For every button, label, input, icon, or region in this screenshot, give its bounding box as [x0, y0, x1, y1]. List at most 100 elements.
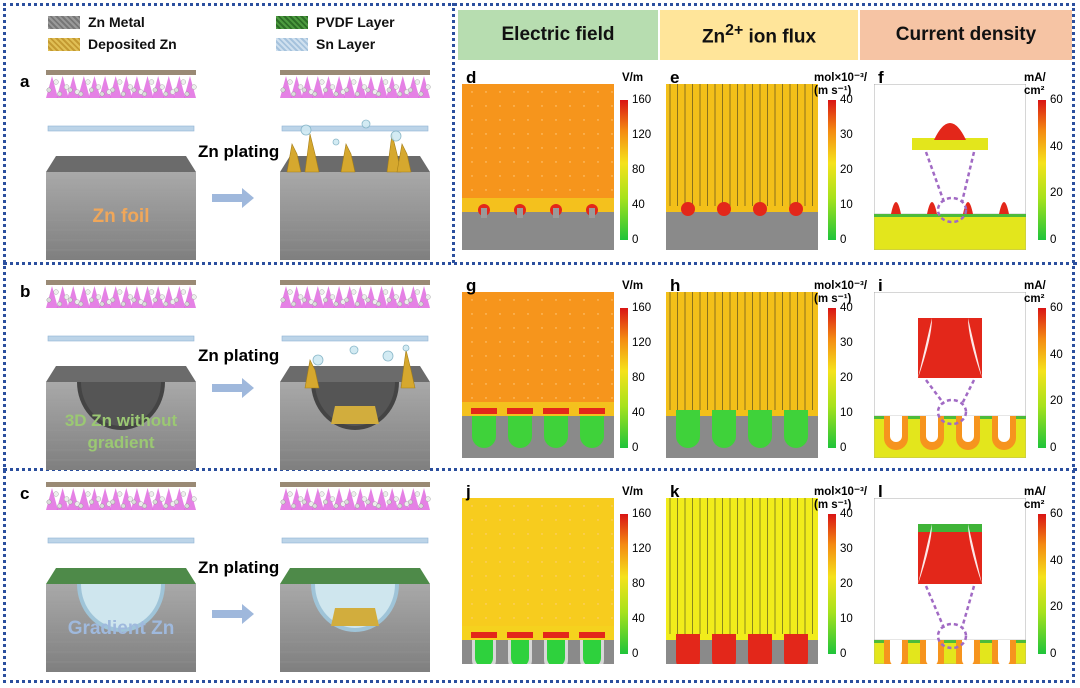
colorbar-unit: V/m — [622, 72, 644, 84]
legend-item: Deposited Zn — [48, 36, 177, 52]
panel-label-e: e — [670, 68, 680, 87]
colorbar-tick: 160 — [632, 508, 652, 520]
colorbar-unit: mA/cm² — [1024, 486, 1046, 511]
colorbar-tick: 160 — [632, 94, 652, 106]
colorbar-unit: V/m — [622, 280, 644, 292]
colorbar-unit: V/m — [622, 486, 644, 498]
panel-label-i: i — [878, 276, 883, 295]
colorbar — [620, 514, 628, 654]
colorbar-tick: 0 — [632, 648, 639, 660]
colorbar-tick: 40 — [632, 199, 645, 211]
legend-label: Deposited Zn — [88, 36, 177, 52]
panel-label-c: c — [20, 484, 30, 503]
colorbar-tick: 20 — [840, 578, 853, 590]
colorbar-tick: 60 — [1050, 302, 1063, 314]
panel-label-d: d — [466, 68, 477, 87]
ion-flux-map — [666, 498, 818, 664]
colorbar-tick: 40 — [1050, 348, 1063, 361]
panel-label-a: a — [20, 72, 30, 91]
colorbar-tick: 0 — [1050, 442, 1057, 454]
colorbar — [1038, 308, 1046, 448]
legend-label: Sn Layer — [316, 36, 376, 52]
zn-plating-label: Zn plating — [198, 558, 280, 577]
panel-label-k: k — [670, 482, 680, 501]
colorbar-tick: 10 — [840, 613, 853, 625]
colorbar-unit: mol×10⁻³/(m s⁻¹) — [814, 72, 868, 97]
colorbar-tick: 40 — [632, 613, 645, 625]
colorbar-tick: 30 — [840, 543, 853, 555]
header-ion-flux: Zn2+ ion flux — [660, 10, 858, 60]
legend-item: Zn Metal — [48, 14, 145, 30]
colorbar-tick: 40 — [1050, 554, 1063, 567]
colorbar-tick: 0 — [632, 234, 639, 246]
colorbar — [828, 100, 836, 240]
pvdf-layer-swatch — [276, 15, 308, 29]
figure-frame — [3, 3, 1075, 683]
colorbar-tick: 0 — [840, 442, 847, 454]
colorbar — [828, 514, 836, 654]
colorbar-tick: 20 — [1050, 187, 1063, 200]
legend-item: Sn Layer — [276, 36, 375, 52]
row-separator — [3, 262, 1077, 265]
header-electric-field: Electric field — [458, 10, 658, 60]
colorbar-tick: 80 — [632, 372, 645, 384]
colorbar-tick: 10 — [840, 407, 853, 419]
column-separator — [452, 3, 455, 263]
legend-item: PVDF Layer — [276, 14, 395, 30]
colorbar-tick: 30 — [840, 129, 853, 141]
colorbar-tick: 0 — [840, 234, 847, 246]
scene-label: Gradient Zn — [67, 618, 175, 639]
legend-label: Zn Metal — [88, 14, 145, 30]
schematic-scene — [46, 482, 431, 672]
colorbar-tick: 0 — [1050, 648, 1057, 660]
colorbar-tick: 20 — [1050, 601, 1063, 614]
row-separator — [3, 468, 1077, 471]
colorbar-unit: mol×10⁻³/(m s⁻¹) — [814, 280, 868, 305]
header-current-density: Current density — [860, 10, 1072, 60]
colorbar-tick: 40 — [840, 508, 853, 520]
electric-field-map — [462, 498, 614, 664]
colorbar-tick: 40 — [632, 407, 645, 419]
colorbar — [1038, 100, 1046, 240]
colorbar-tick: 60 — [1050, 94, 1063, 106]
colorbar-tick: 20 — [840, 372, 853, 384]
colorbar-tick: 120 — [632, 337, 652, 349]
colorbar — [620, 100, 628, 240]
zn-metal-swatch — [48, 15, 80, 29]
colorbar-tick: 80 — [632, 578, 645, 590]
colorbar-tick: 40 — [1050, 140, 1063, 153]
panel-label-l: l — [878, 482, 883, 501]
colorbar-tick: 160 — [632, 302, 652, 314]
ion-flux-map — [666, 84, 818, 250]
panel-label-h: h — [670, 276, 681, 295]
colorbar-tick: 40 — [840, 94, 853, 106]
colorbar — [620, 308, 628, 448]
panel-label-f: f — [878, 68, 884, 87]
electric-field-map — [462, 84, 614, 250]
colorbar-tick: 120 — [632, 129, 652, 141]
colorbar-tick: 40 — [840, 302, 853, 314]
colorbar-tick: 0 — [840, 648, 847, 660]
header-ion-flux-label: Zn2+ ion flux — [701, 21, 817, 48]
electric-field-map — [462, 292, 614, 458]
colorbar-tick: 60 — [1050, 508, 1063, 520]
panel-label-g: g — [466, 276, 477, 295]
panel-label-b: b — [20, 282, 31, 301]
colorbar-tick: 30 — [840, 337, 853, 349]
colorbar-unit: mA/cm² — [1024, 280, 1046, 305]
current-density-map — [874, 292, 1026, 458]
colorbar-tick: 120 — [632, 543, 652, 555]
colorbar — [1038, 514, 1046, 654]
sn-layer-swatch — [276, 37, 308, 51]
colorbar-unit: mol×10⁻³/(m s⁻¹) — [814, 486, 868, 511]
current-density-map — [874, 498, 1026, 664]
colorbar-tick: 20 — [1050, 395, 1063, 408]
schematic-scene — [46, 280, 431, 470]
colorbar-tick: 0 — [632, 442, 639, 454]
legend-label: PVDF Layer — [316, 14, 395, 30]
ion-flux-map — [666, 292, 818, 458]
colorbar-tick: 10 — [840, 199, 853, 211]
schematic-scene — [46, 70, 431, 260]
zn-plating-label: Zn plating — [198, 346, 280, 365]
colorbar-tick: 20 — [840, 164, 853, 176]
